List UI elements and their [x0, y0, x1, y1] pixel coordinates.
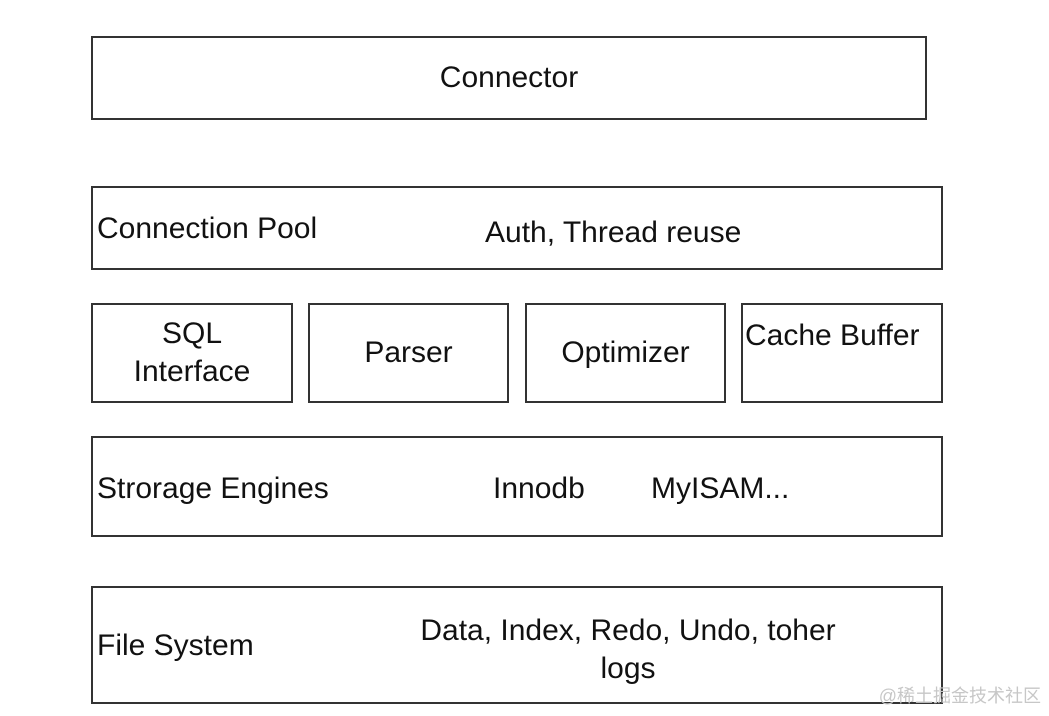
- file-system-details: Data, Index, Redo, Undo, toher logs: [420, 614, 836, 685]
- connection-pool-details: Auth, Thread reuse: [485, 216, 742, 249]
- storage-engines-box: Strorage Engines Innodb MyISAM...: [91, 436, 943, 537]
- cache-buffer-label: Cache Buffer: [745, 319, 920, 352]
- file-system-box: File System Data, Index, Redo, Undo, toh…: [91, 586, 943, 704]
- storage-engine-myisam: MyISAM...: [651, 472, 790, 505]
- optimizer-label: Optimizer: [561, 335, 690, 369]
- connector-box: Connector: [91, 36, 927, 120]
- connection-pool-title: Connection Pool: [97, 212, 318, 245]
- storage-engines-title: Strorage Engines: [97, 472, 329, 505]
- parser-label: Parser: [364, 335, 453, 369]
- optimizer-box: Optimizer: [525, 303, 726, 403]
- site-watermark: @稀土掘金技术社区: [878, 686, 1041, 706]
- sql-interface-box: SQL Interface: [91, 303, 293, 403]
- sql-interface-label: SQL Interface: [133, 316, 251, 388]
- file-system-title: File System: [97, 629, 254, 662]
- parser-box: Parser: [308, 303, 509, 403]
- cache-buffer-box: Cache Buffer: [741, 303, 943, 403]
- connection-pool-box: Connection Pool Auth, Thread reuse: [91, 186, 943, 270]
- connector-label: Connector: [439, 60, 579, 94]
- storage-engine-innodb: Innodb: [493, 472, 585, 505]
